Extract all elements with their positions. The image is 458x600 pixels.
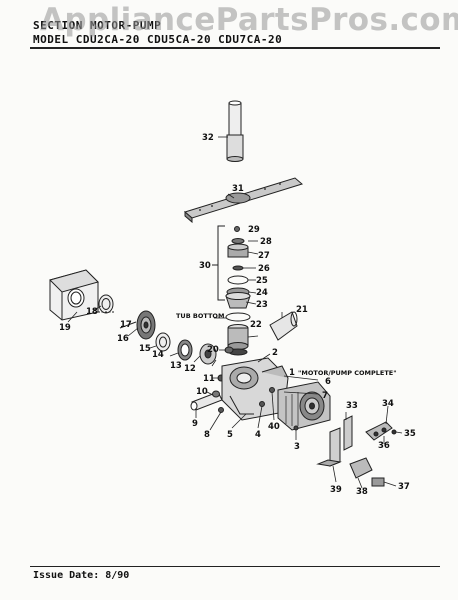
motor-bracket-part [343,415,353,451]
part-number-18: 18 [86,307,98,317]
support-bracket-part [316,427,342,467]
part-number-27: 27 [258,251,270,261]
lower-spray-arm-part [183,177,304,224]
part-number-10: 10 [196,387,208,397]
part-number-36: 36 [378,441,390,451]
tub-bottom-gasket [225,312,251,322]
footer-rule [30,566,440,567]
filter-housing-part [49,269,99,321]
part-number-1: 1 [289,368,295,378]
part-number-24: 24 [256,288,268,298]
part-number-30: 30 [199,261,211,271]
part-number-39: 39 [330,485,342,495]
pump-washer-part [155,332,171,352]
part-number-23: 23 [256,300,268,310]
model-heading: MODEL CDU2CA-20 CDU5CA-20 CDU7CA-20 [33,33,283,46]
part-number-22: 22 [250,320,262,330]
filter-ring-part [98,294,114,314]
part-number-14: 14 [152,350,164,360]
part-number-5: 5 [227,430,233,440]
part-number-33: 33 [346,401,358,411]
part-number-34: 34 [382,399,394,409]
tub-bottom-callout: TUB BOTTOM [176,312,224,320]
part-number-29: 29 [248,225,260,235]
part-number-8: 8 [204,430,210,440]
part-number-20: 20 [207,345,219,355]
impeller-part [199,343,217,365]
part-number-31: 31 [232,184,244,194]
pump-housing-part [221,357,289,421]
part-number-25: 25 [256,276,268,286]
part-number-32: 32 [202,133,214,143]
part-number-13: 13 [170,361,182,371]
grommet-part [349,457,373,479]
part-number-3: 3 [294,442,300,452]
part-number-11: 11 [203,374,215,384]
issue-date: Issue Date: 8/90 [33,570,130,581]
part-number-19: 19 [59,323,71,333]
motor-mount-part [365,421,393,441]
header-rule [30,47,440,49]
part-number-40: 40 [268,422,280,432]
part-number-7: 7 [322,391,328,401]
group-bracket [217,225,225,301]
spray-arm-support-stack [225,226,251,309]
part-number-15: 15 [139,344,151,354]
clip-part [371,477,385,487]
part-number-35: 35 [404,429,416,439]
part-number-21: 21 [296,305,308,315]
site-watermark: AppliancePartsPros.com [40,2,458,38]
chopper-impeller-part [136,310,156,340]
clamp-part [224,346,234,354]
part-number-26: 26 [258,264,270,274]
drain-hose-part [269,311,298,341]
part-number-38: 38 [356,487,368,497]
spray-tube-part [226,100,244,162]
pump-gasket-part [177,339,193,361]
part-number-6: 6 [325,377,331,387]
motor-pump-complete-callout: "MOTOR/PUMP COMPLETE" [298,369,397,377]
part-number-2: 2 [272,348,278,358]
part-number-9: 9 [192,419,198,429]
pump-seal-part [227,324,249,356]
part-number-12: 12 [184,364,196,374]
part-number-4: 4 [255,430,261,440]
part-number-16: 16 [117,334,129,344]
section-heading: SECTION MOTOR-PUMP [33,19,162,32]
part-number-37: 37 [398,482,410,492]
part-number-17: 17 [120,320,132,330]
part-number-28: 28 [260,237,272,247]
motor-part [277,381,331,431]
